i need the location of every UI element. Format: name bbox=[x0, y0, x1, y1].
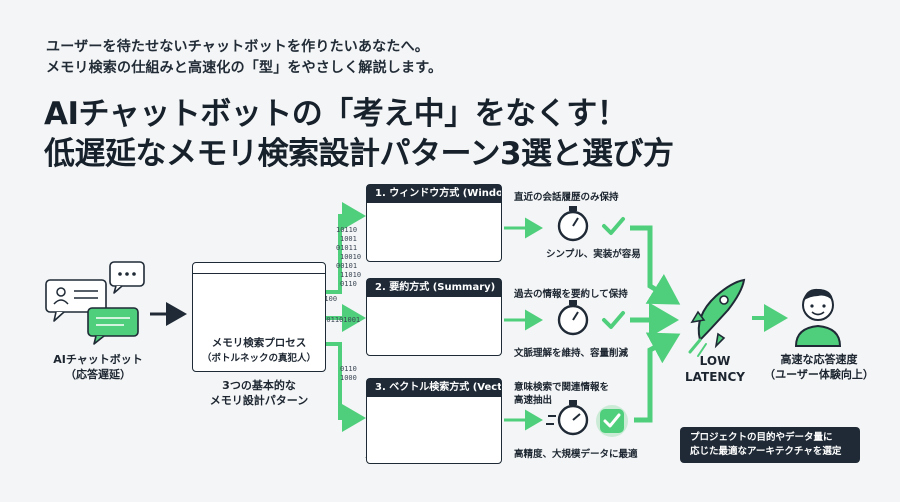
method-vector-desc-bottom: 高精度、大規模データに最適 bbox=[514, 449, 638, 460]
window-title-bar bbox=[193, 263, 325, 274]
method-vector-title: 3. ベクトル検索方式 (Vector bbox=[367, 379, 501, 397]
stopwatch-icon-3 bbox=[546, 400, 589, 436]
binary-text: 0110 bbox=[340, 280, 357, 288]
binary-text: 1001 bbox=[340, 235, 357, 243]
process-subname: （ボトルネックの真犯人） bbox=[201, 353, 316, 364]
binary-text: 11010 bbox=[340, 271, 362, 279]
callout-line-2: 応じた最適なアーキテクチャを選定 bbox=[690, 446, 842, 457]
method-window-title: 1. ウィンドウ方式 (Window) bbox=[367, 185, 501, 203]
binary-text: 01011 bbox=[336, 244, 358, 252]
method-window-desc-bottom: シンプル、実装が容易 bbox=[546, 249, 641, 260]
happy-user-icon bbox=[794, 288, 842, 347]
check-icon-3 bbox=[596, 405, 628, 437]
stopwatch-icon-1 bbox=[557, 206, 589, 242]
method-vector-desc-top: 意味検索で関連情報を bbox=[514, 382, 610, 393]
method-vector-desc-top-2: 高速抽出 bbox=[514, 395, 553, 406]
method-window-desc-top: 直近の会話履歴のみ保持 bbox=[514, 192, 619, 203]
chat-bubbles-icon bbox=[45, 261, 145, 345]
intro-line-1: ユーザーを待たせないチャットボットを作りたいあなたへ。 bbox=[46, 39, 429, 55]
binary-decoration: 10110 1001 01011 10010 00101 11010 0110 … bbox=[316, 226, 362, 383]
chatbot-sublabel: （応答遅延） bbox=[65, 368, 131, 381]
intro-line-2: メモリ検索の仕組みと高速化の「型」をやさしく解説します。 bbox=[46, 60, 443, 76]
process-caption-2: メモリ設計パターン bbox=[209, 394, 309, 407]
binary-text: 10110 bbox=[336, 226, 358, 234]
latency-label-2: LATENCY bbox=[685, 370, 745, 384]
selection-callout: プロジェクトの目的やデータ量に 応じた最適なアーキテクチャを選定 bbox=[680, 427, 860, 463]
result-label: 高速な応答速度 bbox=[780, 353, 858, 366]
latency-label-1: LOW bbox=[699, 354, 731, 368]
process-name: メモリ検索プロセス bbox=[211, 337, 307, 349]
converge-arrows bbox=[630, 225, 681, 423]
callout-line-1: プロジェクトの目的やデータ量に bbox=[690, 432, 833, 443]
row-arrows bbox=[504, 217, 543, 431]
branch-arrows bbox=[326, 202, 366, 432]
check-icon-2 bbox=[602, 311, 625, 329]
method-vector-box: 3. ベクトル検索方式 (Vector bbox=[366, 378, 502, 464]
title-line-2: 低遅延なメモリ検索設計パターン3選と選び方 bbox=[44, 136, 674, 172]
result-sublabel: （ユーザー体験向上） bbox=[764, 368, 874, 381]
check-icon-1 bbox=[602, 217, 625, 235]
method-summary-desc-bottom: 文脈理解を維持、容量削減 bbox=[514, 348, 629, 359]
title-line-1: AIチャットボットの「考え中」をなくす！ bbox=[44, 96, 628, 132]
chatbot-label: AIチャットボット bbox=[53, 353, 143, 366]
memory-process-window bbox=[192, 262, 326, 372]
binary-text: 1000 bbox=[340, 374, 357, 382]
binary-text: 0110 bbox=[340, 365, 357, 373]
method-summary-title: 2. 要約方式 (Summary) bbox=[367, 279, 501, 297]
stopwatch-icon-2 bbox=[557, 300, 589, 336]
binary-text: 10010 bbox=[340, 253, 362, 261]
method-summary-desc-top: 過去の情報を要約して保持 bbox=[514, 289, 628, 300]
binary-text: 0101101001 bbox=[318, 316, 361, 324]
method-summary-box: 2. 要約方式 (Summary) bbox=[366, 278, 502, 356]
binary-text: 10100 bbox=[316, 295, 338, 303]
method-window-box: 1. ウィンドウ方式 (Window) bbox=[366, 184, 502, 262]
process-caption-1: 3つの基本的な bbox=[222, 379, 296, 392]
binary-text: 00101 bbox=[336, 262, 358, 270]
rocket-icon bbox=[688, 278, 746, 357]
